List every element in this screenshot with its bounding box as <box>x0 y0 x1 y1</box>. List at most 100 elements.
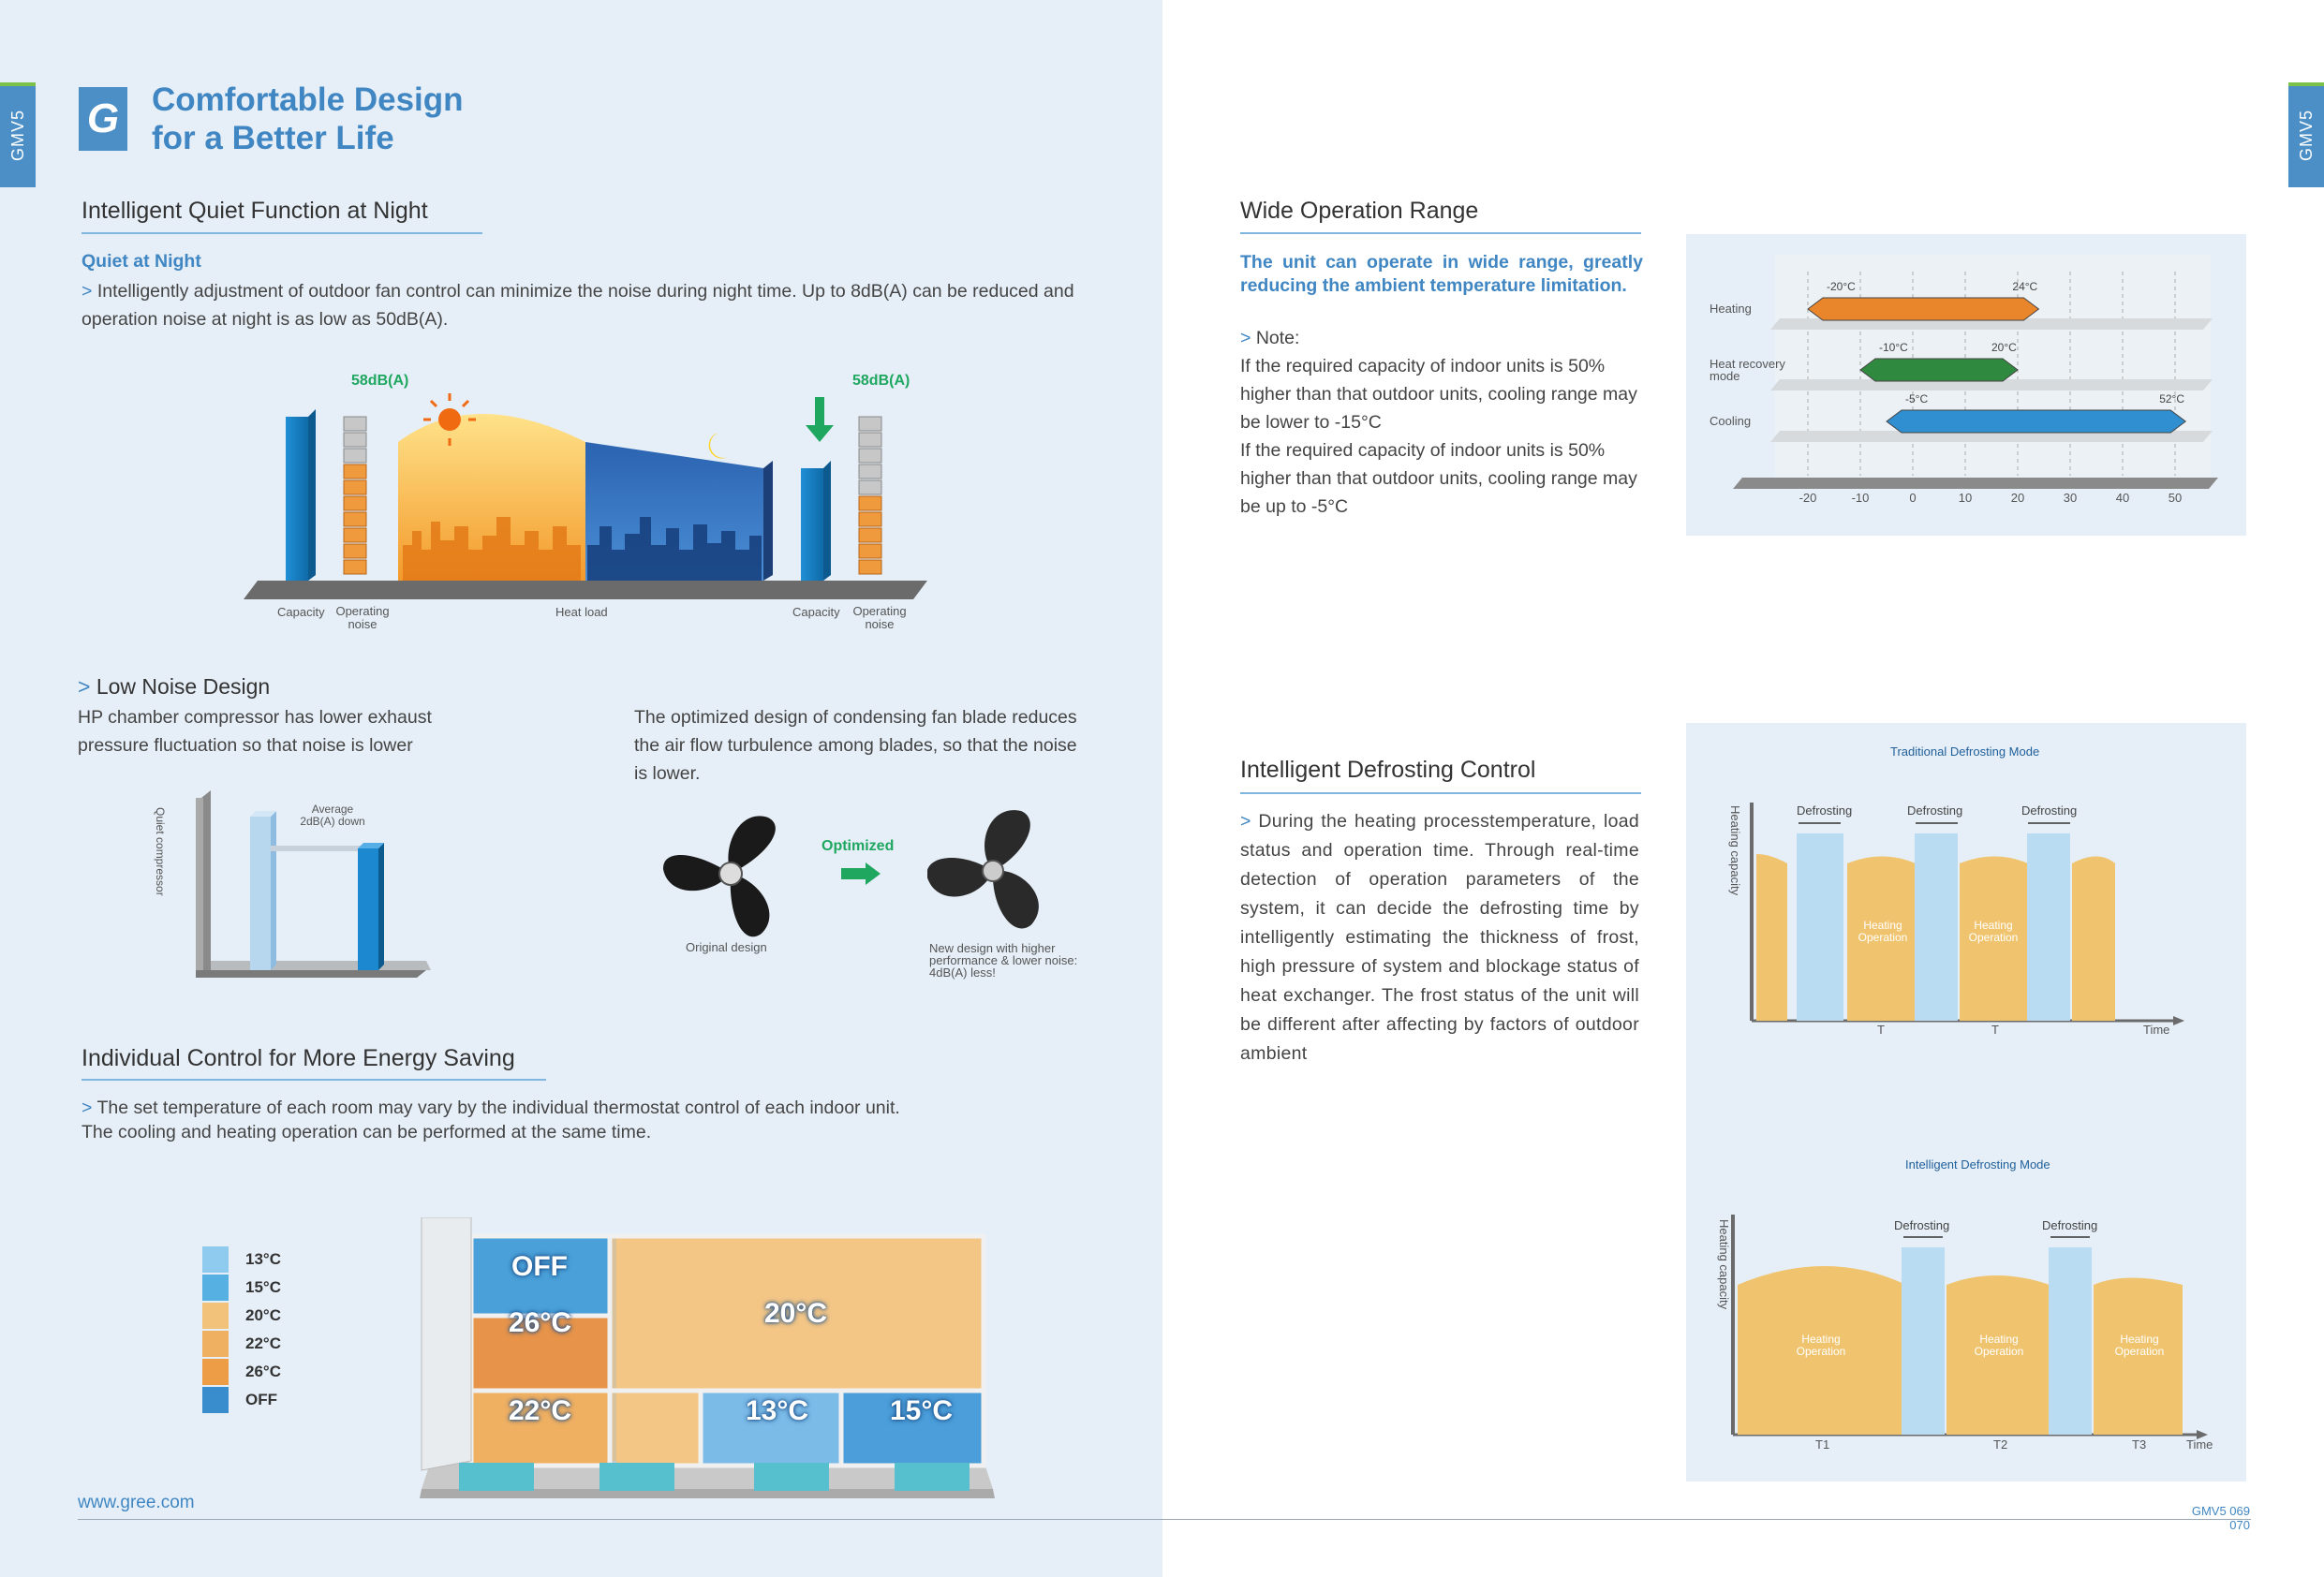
legend-label: 13°C <box>245 1250 281 1268</box>
traditional-t-2: T <box>1991 1023 1999 1037</box>
individual-text: > The set temperature of each room may v… <box>81 1098 900 1142</box>
x-tick-label: -10 <box>1852 491 1870 505</box>
gree-logo-icon: G <box>79 87 127 151</box>
section-underline <box>1240 232 1641 234</box>
down-arrow-icon <box>806 397 834 442</box>
x-tick-label: 20 <box>2011 491 2024 505</box>
range-arrow <box>1807 297 2040 321</box>
x-tick-label: -20 <box>1799 491 1817 505</box>
fig-label-noise-right: Operating noise <box>852 604 907 631</box>
intelligent-y-axis: Heating capacity <box>1717 1219 1731 1310</box>
range-min-label: -5°C <box>1905 392 1928 405</box>
fan-new-icon <box>926 803 1058 939</box>
intelligent-t1: T1 <box>1815 1437 1830 1452</box>
room-20: 20°C <box>764 1298 828 1329</box>
section-underline <box>81 1079 546 1081</box>
legend-swatch <box>202 1275 229 1301</box>
traditional-defrost-chart <box>1750 803 2184 1025</box>
section-underline <box>81 232 482 234</box>
traditional-heating-1: Heating Operation <box>1858 919 1908 944</box>
legend-item: 26°C <box>202 1358 281 1386</box>
traditional-t-1: T <box>1877 1023 1885 1037</box>
fan-original-icon <box>660 803 801 944</box>
defrost-charts-panel <box>1686 723 2246 1481</box>
section-title-defrost: Intelligent Defrosting Control <box>1240 757 1536 783</box>
range-max-label: 24°C <box>2012 280 2037 293</box>
footer-url[interactable]: www.gree.com <box>78 1493 195 1512</box>
range-min-label: -10°C <box>1879 341 1908 354</box>
wide-range-lead: The unit can operate in wide range, grea… <box>1240 252 1643 296</box>
db-label-right: 58dB(A) <box>852 373 910 389</box>
quiet-subtitle: Quiet at Night <box>81 251 201 272</box>
side-tab-left: GMV5 <box>0 82 36 187</box>
low-noise-right-text: The optimized design of condensing fan b… <box>634 707 1077 784</box>
fan-original-label: Original design <box>686 940 767 954</box>
intelligent-heating-2: Heating Operation <box>1974 1333 2024 1358</box>
x-tick-label: 40 <box>2116 491 2129 505</box>
low-noise-left-text: HP chamber compressor has lower exhaust … <box>78 707 432 756</box>
intelligent-defrost-1: Defrosting <box>1894 1218 1950 1232</box>
compressor-axis-label: Quiet compressor <box>154 807 167 896</box>
intelligent-heating-3: Heating Operation <box>2114 1333 2165 1358</box>
section-title-individual: Individual Control for More Energy Savin… <box>81 1045 515 1071</box>
right-arrow-icon <box>841 862 882 885</box>
x-tick-label: 10 <box>1959 491 1972 505</box>
intelligent-t3: T3 <box>2132 1437 2147 1452</box>
section-title-wide-range: Wide Operation Range <box>1240 198 1479 224</box>
side-tab-accent <box>0 82 36 86</box>
noise-stack-right <box>858 416 882 575</box>
range-max-label: 52°C <box>2159 392 2184 405</box>
intelligent-time-label: Time <box>2186 1437 2213 1452</box>
section-title-quiet: Intelligent Quiet Function at Night <box>81 198 428 224</box>
x-tick-label: 50 <box>2169 491 2182 505</box>
row-shelf <box>1770 431 2213 442</box>
intelligent-defrost-2: Defrosting <box>2042 1218 2098 1232</box>
intelligent-heating-1: Heating Operation <box>1796 1333 1846 1358</box>
db-label-left: 58dB(A) <box>351 373 409 389</box>
fig-label-noise-left: Operating noise <box>335 604 390 631</box>
defrost-text: > During the heating processtemperature,… <box>1240 811 1640 1064</box>
building-floorplan <box>384 1216 1002 1498</box>
legend-label: 22°C <box>245 1334 281 1352</box>
traditional-defrost-1: Defrosting <box>1797 803 1853 818</box>
room-15: 15°C <box>890 1395 954 1426</box>
capacity-bar-right <box>801 468 823 581</box>
room-26: 26°C <box>509 1307 572 1338</box>
row-label: Heating <box>1710 302 1752 316</box>
fig-label-capacity-right: Capacity <box>792 605 840 619</box>
base-platform <box>244 581 927 599</box>
side-tab-accent-right <box>2288 82 2324 86</box>
traditional-y-axis: Heating capacity <box>1728 805 1742 896</box>
page-title: Comfortable Design for a Better Life <box>152 81 464 156</box>
moon-icon <box>708 433 728 459</box>
x-tick-label: 30 <box>2064 491 2077 505</box>
footer-page-number: GMV5 069 070 <box>2191 1504 2250 1532</box>
legend-swatch <box>202 1303 229 1329</box>
traditional-defrost-3: Defrosting <box>2021 803 2078 818</box>
fig-label-heatload: Heat load <box>555 605 608 619</box>
legend-item: 20°C <box>202 1302 281 1330</box>
legend-label: 20°C <box>245 1306 281 1324</box>
intelligent-title: Intelligent Defrosting Mode <box>1905 1157 2050 1172</box>
compressor-note: Average 2dB(A) down <box>300 803 365 828</box>
compressor-chart <box>183 787 436 983</box>
capacity-bar-left <box>286 417 308 581</box>
room-off: OFF <box>511 1251 568 1282</box>
intelligent-defrost-chart <box>1731 1215 2208 1439</box>
range-arrow <box>1886 409 2187 434</box>
quiet-text: > Intelligently adjustment of outdoor fa… <box>81 281 1074 330</box>
section-underline <box>1240 792 1641 794</box>
legend-swatch <box>202 1246 229 1273</box>
intelligent-t2: T2 <box>1993 1437 2008 1452</box>
range-arrow <box>1859 358 2019 382</box>
section-title-low-noise: > Low Noise Design <box>78 674 271 699</box>
legend-label: OFF <box>245 1391 277 1408</box>
legend-swatch <box>202 1359 229 1385</box>
traditional-heating-2: Heating Operation <box>1968 919 2019 944</box>
footer-rule <box>78 1519 2251 1520</box>
row-shelf <box>1770 318 2213 330</box>
side-tab-right: GMV5 <box>2288 82 2324 187</box>
traditional-defrost-2: Defrosting <box>1907 803 1963 818</box>
